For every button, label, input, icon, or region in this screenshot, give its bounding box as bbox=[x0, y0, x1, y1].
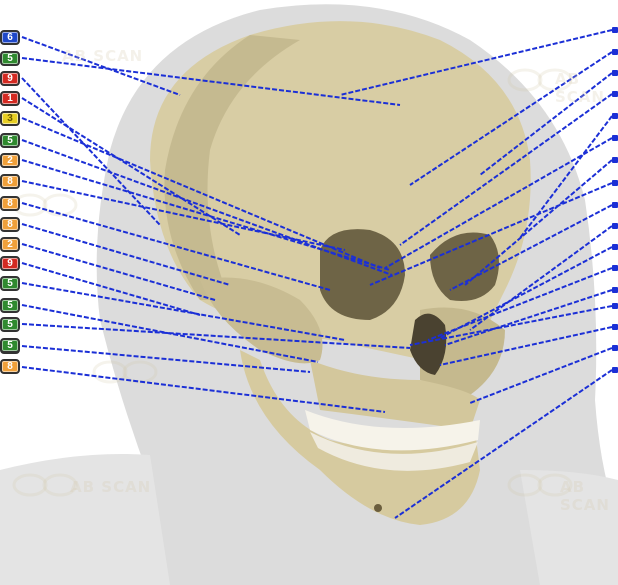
watermark-text: AB SCAN bbox=[555, 70, 618, 106]
label-badge[interactable]: 1 bbox=[0, 91, 20, 106]
label-anchor bbox=[612, 27, 618, 33]
neck-shoulders bbox=[0, 454, 170, 585]
label-anchor bbox=[612, 345, 618, 351]
label-anchor bbox=[612, 223, 618, 229]
label-anchor bbox=[612, 157, 618, 163]
label-anchor bbox=[612, 180, 618, 186]
label-anchor bbox=[612, 265, 618, 271]
label-anchor bbox=[612, 367, 618, 373]
label-badge[interactable]: 5 bbox=[0, 317, 20, 332]
label-badge[interactable]: 6 bbox=[0, 30, 20, 45]
label-badge[interactable]: 8 bbox=[0, 217, 20, 232]
label-badge[interactable]: 5 bbox=[0, 338, 20, 353]
label-badge[interactable]: 8 bbox=[0, 196, 20, 211]
label-badge[interactable]: 2 bbox=[0, 153, 20, 168]
label-anchor bbox=[612, 113, 618, 119]
label-anchor bbox=[612, 70, 618, 76]
label-anchor bbox=[612, 202, 618, 208]
label-anchor bbox=[612, 303, 618, 309]
watermark-text: AB SCAN bbox=[70, 478, 151, 496]
label-badge[interactable]: 5 bbox=[0, 51, 20, 66]
label-anchor bbox=[612, 244, 618, 250]
mental-foramen bbox=[374, 504, 382, 512]
label-anchor bbox=[612, 49, 618, 55]
watermark-text: AB SCAN bbox=[62, 47, 143, 65]
label-badge[interactable]: 5 bbox=[0, 276, 20, 291]
label-badge[interactable]: 8 bbox=[0, 174, 20, 189]
label-badge[interactable]: 5 bbox=[0, 298, 20, 313]
label-badge[interactable]: 5 bbox=[0, 133, 20, 148]
label-badge[interactable]: 3 bbox=[0, 111, 20, 126]
label-anchor bbox=[612, 324, 618, 330]
label-anchor bbox=[612, 287, 618, 293]
watermark-text: AB SCAN bbox=[560, 478, 618, 514]
label-anchor bbox=[612, 91, 618, 97]
label-anchor bbox=[612, 135, 618, 141]
label-badge[interactable]: 9 bbox=[0, 256, 20, 271]
label-badge[interactable]: 2 bbox=[0, 237, 20, 252]
label-badge[interactable]: 8 bbox=[0, 359, 20, 374]
label-badge[interactable]: 9 bbox=[0, 71, 20, 86]
